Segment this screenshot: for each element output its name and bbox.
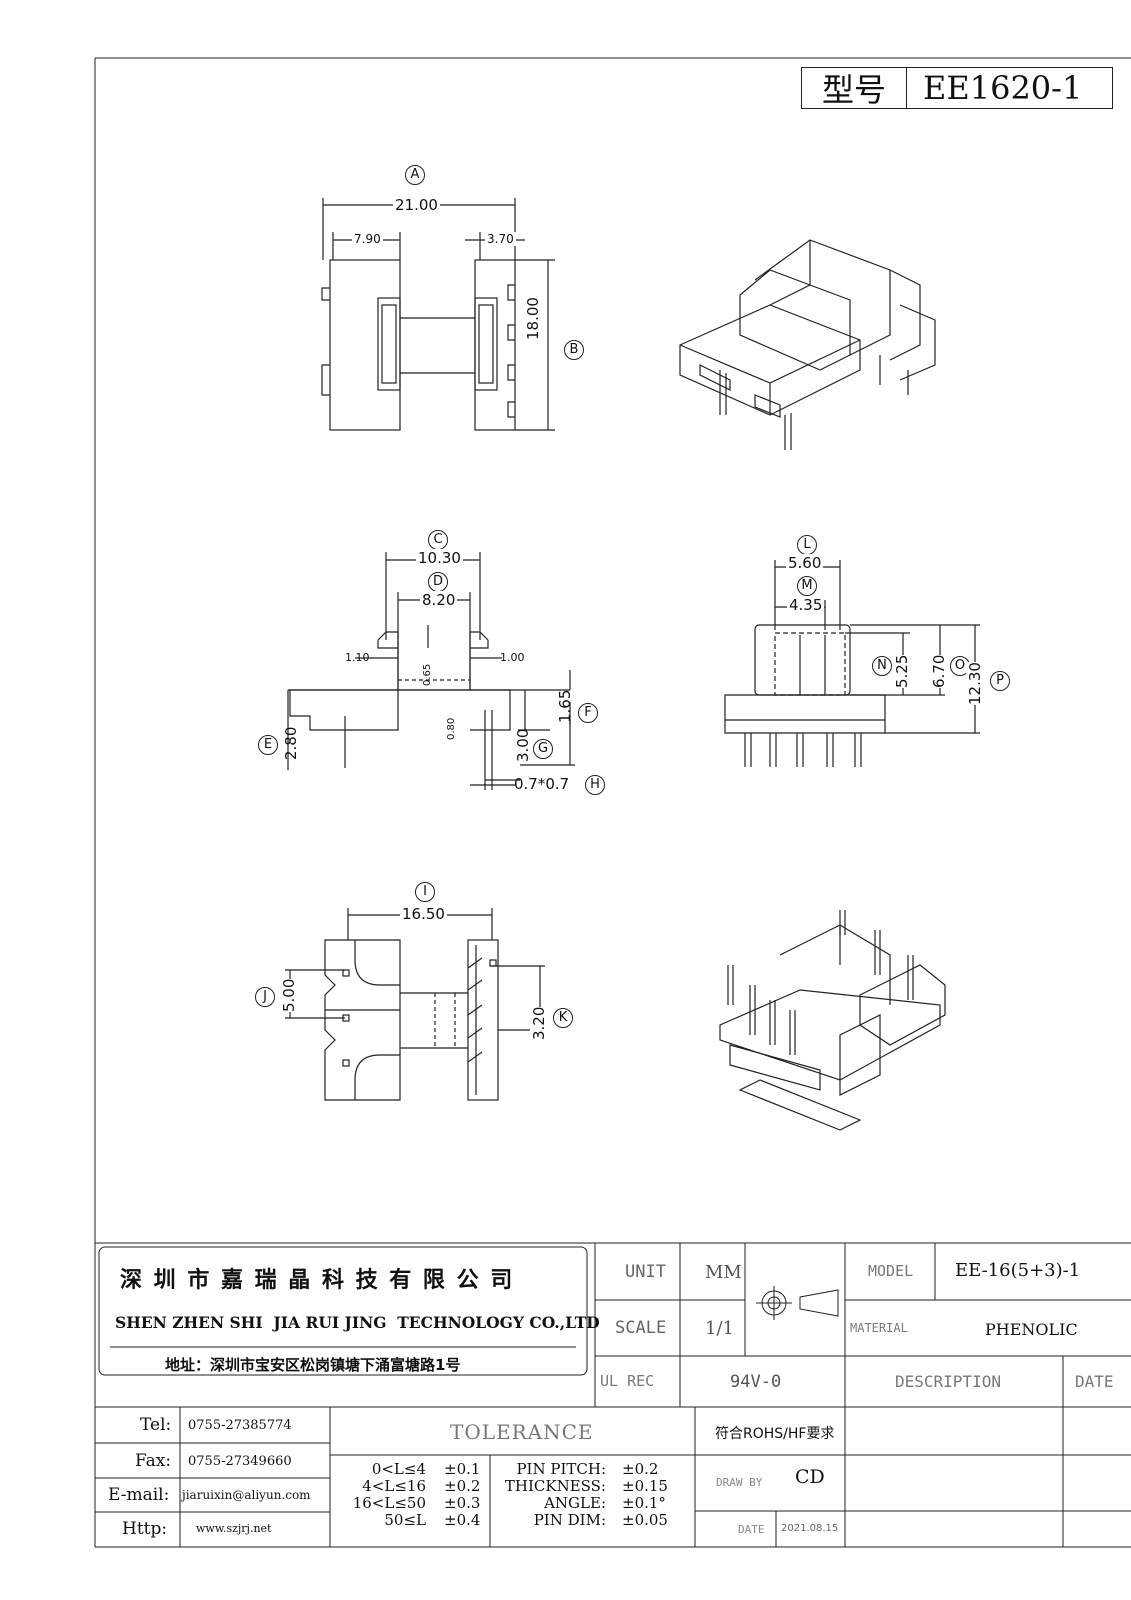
dim-P-letter: P <box>990 671 1010 691</box>
dim-width-right: 3.70 <box>485 232 516 246</box>
model-title-block: 型号 EE1620-1 <box>801 67 1113 109</box>
dim-B-letter: B <box>564 340 584 360</box>
company-address: 地址：深圳市宝安区松岗镇塘下涌富塘路1号 <box>165 1356 461 1374</box>
dim-G-letter: G <box>533 739 553 759</box>
dim-thickness-right: 1.00 <box>500 651 525 664</box>
scale-label: SCALE <box>615 1318 667 1338</box>
tolerance-item-row: THICKNESS:±0.15 <box>504 1477 668 1495</box>
draw-date-label: DATE <box>738 1523 765 1536</box>
dim-K-letter: K <box>553 1008 573 1028</box>
material-label: MATERIAL <box>850 1321 908 1335</box>
dim-N-letter: N <box>872 656 892 676</box>
tel-value: 0755-27385774 <box>188 1418 292 1433</box>
rohs-note: 符合ROHS/HF要求 <box>715 1426 835 1442</box>
dim-I-value: 16.50 <box>400 905 447 923</box>
tolerance-item-row: PIN DIM:±0.05 <box>533 1511 668 1529</box>
ul-rec-label: UL REC <box>600 1372 655 1390</box>
scale-value: 1/1 <box>705 1318 734 1339</box>
draw-by-value: CD <box>795 1466 825 1488</box>
dim-M-letter: M <box>797 576 817 596</box>
draw-date-value: 2021.08.15 <box>781 1523 839 1534</box>
ul-rec-value: 94V-0 <box>730 1372 782 1392</box>
fax-label: Fax: <box>135 1451 172 1471</box>
model-spec-value: EE-16(5+3)-1 <box>955 1260 1081 1281</box>
tolerance-range-row: 4<L≤16±0.2 <box>362 1477 481 1495</box>
dim-L-value: 5.60 <box>786 554 824 572</box>
model-spec-label: MODEL <box>868 1262 914 1280</box>
dim-D-value: 8.20 <box>420 591 458 609</box>
dim-H-letter: H <box>585 775 605 795</box>
side-view <box>287 552 575 790</box>
tolerance-item-row: PIN PITCH:±0.2 <box>516 1460 659 1478</box>
email-label: E-mail: <box>108 1485 170 1505</box>
unit-label: UNIT <box>625 1262 666 1282</box>
draw-by-label: DRAW BY <box>716 1476 763 1489</box>
description-label: DESCRIPTION <box>895 1372 1001 1391</box>
tel-label: Tel: <box>140 1415 172 1435</box>
dim-J-letter: J <box>255 987 275 1007</box>
front-view <box>724 560 980 767</box>
tolerance-range-row: 50≤L±0.4 <box>384 1511 481 1529</box>
dim-A-value: 21.00 <box>393 196 440 214</box>
dim-H-value: 0.7*0.7 <box>514 775 570 793</box>
isometric-view-bottom <box>719 910 946 1131</box>
dim-F-letter: F <box>578 703 598 723</box>
model-number: EE1620-1 <box>923 69 1083 107</box>
tolerance-range-row: 16<L≤50±0.3 <box>352 1494 481 1512</box>
unit-value: MM <box>705 1262 742 1283</box>
bottom-view <box>285 908 545 1101</box>
tolerance-title: TOLERANCE <box>450 1420 594 1444</box>
date-label: DATE <box>1075 1372 1114 1391</box>
dim-width-left: 7.90 <box>352 232 383 246</box>
tolerance-ranges: 0<L≤4±0.1 4<L≤16±0.2 16<L≤50±0.3 50≤L±0.… <box>336 1460 481 1529</box>
dim-A-letter: A <box>405 165 425 185</box>
email-value[interactable]: jiaruixin@aliyun.com <box>182 1488 311 1502</box>
tolerance-items: PIN PITCH:±0.2 THICKNESS:±0.15 ANGLE:±0.… <box>494 1461 668 1529</box>
company-name-cn: 深 圳 市 嘉 瑞 晶 科 技 有 限 公 司 <box>120 1268 515 1293</box>
material-value: PHENOLIC <box>985 1320 1078 1339</box>
http-value[interactable]: www.szjrj.net <box>196 1522 272 1535</box>
dim-E-letter: E <box>258 735 278 755</box>
tolerance-item-row: ANGLE:±0.1° <box>544 1494 666 1512</box>
dim-C-value: 10.30 <box>416 549 463 567</box>
dim-M-value: 4.35 <box>787 596 825 614</box>
http-label: Http: <box>122 1519 168 1539</box>
isometric-view-top <box>679 239 936 450</box>
company-name-en: SHEN ZHEN SHI JIA RUI JING TECHNOLOGY CO… <box>115 1313 600 1332</box>
dim-I-letter: I <box>415 882 435 902</box>
model-label: 型号 <box>802 68 907 109</box>
tolerance-range-row: 0<L≤4±0.1 <box>371 1460 481 1478</box>
fax-value: 0755-27349660 <box>188 1454 292 1469</box>
dim-thickness-left: 1.10 <box>345 651 370 664</box>
